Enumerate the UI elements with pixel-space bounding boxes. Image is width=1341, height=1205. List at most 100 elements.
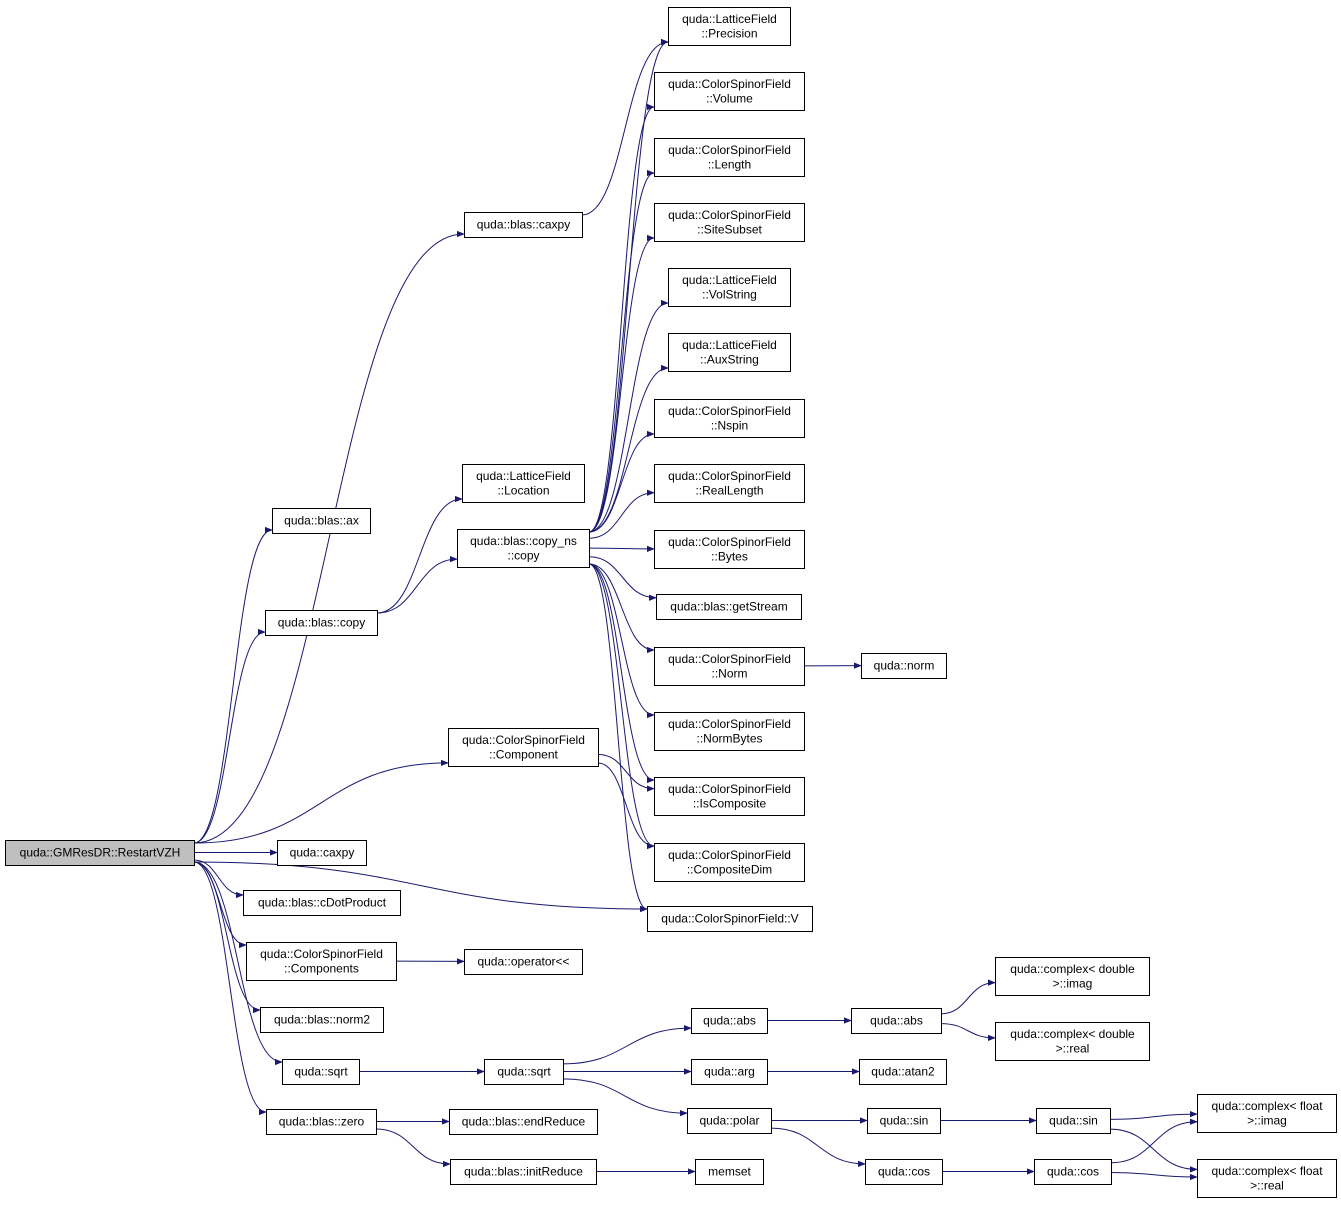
node-box[interactable] [277,840,367,866]
node-box[interactable] [859,1059,947,1085]
node-csf_component[interactable]: quda::ColorSpinorField::Component [448,728,599,767]
node-box[interactable] [246,942,397,981]
node-blas_copy[interactable]: quda::blas::copy [265,610,378,636]
node-box[interactable] [260,1007,384,1033]
node-box[interactable] [654,203,805,242]
node-lf_precision[interactable]: quda::LatticeField::Precision [668,7,791,46]
node-csf_reallength[interactable]: quda::ColorSpinorField::RealLength [654,464,805,503]
node-copy_ns_copy[interactable]: quda::blas::copy_ns::copy [457,529,590,568]
node-box[interactable] [449,1109,598,1135]
node-polar[interactable]: quda::polar [687,1108,772,1134]
node-cos2[interactable]: quda::cos [1034,1159,1112,1185]
node-box[interactable] [243,890,401,916]
node-box[interactable] [668,268,791,307]
node-box[interactable] [851,1008,942,1034]
node-lf_location[interactable]: quda::LatticeField::Location [462,464,585,503]
node-box[interactable] [654,712,805,751]
node-box[interactable] [272,508,371,534]
node-box[interactable] [995,957,1150,996]
node-csf_components[interactable]: quda::ColorSpinorField::Components [246,942,397,981]
node-box[interactable] [995,1022,1150,1061]
node-box[interactable] [464,949,583,975]
node-csf_norm[interactable]: quda::ColorSpinorField::Norm [654,647,805,686]
node-box[interactable] [1197,1159,1337,1198]
node-box[interactable] [448,728,599,767]
node-csf_iscomposite[interactable]: quda::ColorSpinorField::IsComposite [654,777,805,816]
node-csf_nspin[interactable]: quda::ColorSpinorField::Nspin [654,399,805,438]
node-box[interactable] [668,7,791,46]
node-sin1[interactable]: quda::sin [867,1108,941,1134]
node-box[interactable] [654,464,805,503]
node-blas_endreduce[interactable]: quda::blas::endReduce [449,1109,598,1135]
node-memset[interactable]: memset [695,1159,764,1185]
node-atan2[interactable]: quda::atan2 [859,1059,947,1085]
node-cos1[interactable]: quda::cos [865,1159,943,1185]
node-arg[interactable]: quda::arg [691,1059,768,1085]
node-blas_initreduce[interactable]: quda::blas::initReduce [450,1159,597,1185]
node-box[interactable] [282,1059,360,1085]
node-box[interactable] [462,464,585,503]
node-abs1[interactable]: quda::abs [691,1008,768,1034]
node-box[interactable] [450,1159,597,1185]
node-cf_real[interactable]: quda::complex< float>::real [1197,1159,1337,1198]
node-box[interactable] [1036,1108,1111,1134]
node-box[interactable] [865,1159,943,1185]
node-sqrt2[interactable]: quda::sqrt [484,1059,564,1085]
node-lf_auxstring[interactable]: quda::LatticeField::AuxString [668,333,791,372]
node-label: ::Norm [712,666,748,680]
node-label: ::NormBytes [696,731,762,745]
node-box[interactable] [695,1159,764,1185]
node-box[interactable] [654,647,805,686]
node-box[interactable] [654,399,805,438]
node-csf_sitesubset[interactable]: quda::ColorSpinorField::SiteSubset [654,203,805,242]
edge-cos2-to-cf_imag [1110,1118,1198,1164]
node-blas_norm2[interactable]: quda::blas::norm2 [260,1007,384,1033]
node-box[interactable] [5,840,195,866]
node-abs2[interactable]: quda::abs [851,1008,942,1034]
node-blas_getstream[interactable]: quda::blas::getStream [656,594,802,620]
node-csf_bytes[interactable]: quda::ColorSpinorField::Bytes [654,530,805,569]
node-box[interactable] [654,843,805,882]
node-box[interactable] [647,906,813,932]
node-box[interactable] [464,212,583,238]
node-box[interactable] [867,1108,941,1134]
node-box[interactable] [861,653,947,679]
node-box[interactable] [1034,1159,1112,1185]
node-blas_cdot[interactable]: quda::blas::cDotProduct [243,890,401,916]
node-box[interactable] [691,1008,768,1034]
node-csf_volume[interactable]: quda::ColorSpinorField::Volume [654,72,805,111]
node-operator_ll[interactable]: quda::operator<< [464,949,583,975]
node-box[interactable] [457,529,590,568]
node-box[interactable] [687,1108,772,1134]
node-lf_volstring[interactable]: quda::LatticeField::VolString [668,268,791,307]
node-box[interactable] [654,530,805,569]
node-label: quda::ColorSpinorField [668,77,791,91]
node-blas_caxpy[interactable]: quda::blas::caxpy [464,212,583,238]
node-box[interactable] [668,333,791,372]
node-blas_ax[interactable]: quda::blas::ax [272,508,371,534]
node-box[interactable] [265,610,378,636]
node-quda_caxpy[interactable]: quda::caxpy [277,840,367,866]
node-box[interactable] [654,777,805,816]
node-box[interactable] [654,72,805,111]
node-cd_imag[interactable]: quda::complex< double>::imag [995,957,1150,996]
node-csf_compositedim[interactable]: quda::ColorSpinorField::CompositeDim [654,843,805,882]
node-cf_imag[interactable]: quda::complex< float>::imag [1197,1094,1337,1133]
node-csf_length[interactable]: quda::ColorSpinorField::Length [654,138,805,177]
node-box[interactable] [654,138,805,177]
edge-blas_caxpy-to-lf_precision [581,38,669,216]
node-box[interactable] [656,594,802,620]
node-blas_zero[interactable]: quda::blas::zero [266,1109,377,1135]
node-csf_v[interactable]: quda::ColorSpinorField::V [647,906,813,932]
node-box[interactable] [1197,1094,1337,1133]
node-csf_normbytes[interactable]: quda::ColorSpinorField::NormBytes [654,712,805,751]
node-sqrt1[interactable]: quda::sqrt [282,1059,360,1085]
node-box[interactable] [266,1109,377,1135]
node-label: ::IsComposite [693,796,767,810]
node-sin2[interactable]: quda::sin [1036,1108,1111,1134]
node-cd_real[interactable]: quda::complex< double>::real [995,1022,1150,1061]
node-root[interactable]: quda::GMResDR::RestartVZH [5,840,195,866]
node-box[interactable] [691,1059,768,1085]
node-quda_norm[interactable]: quda::norm [861,653,947,679]
node-box[interactable] [484,1059,564,1085]
